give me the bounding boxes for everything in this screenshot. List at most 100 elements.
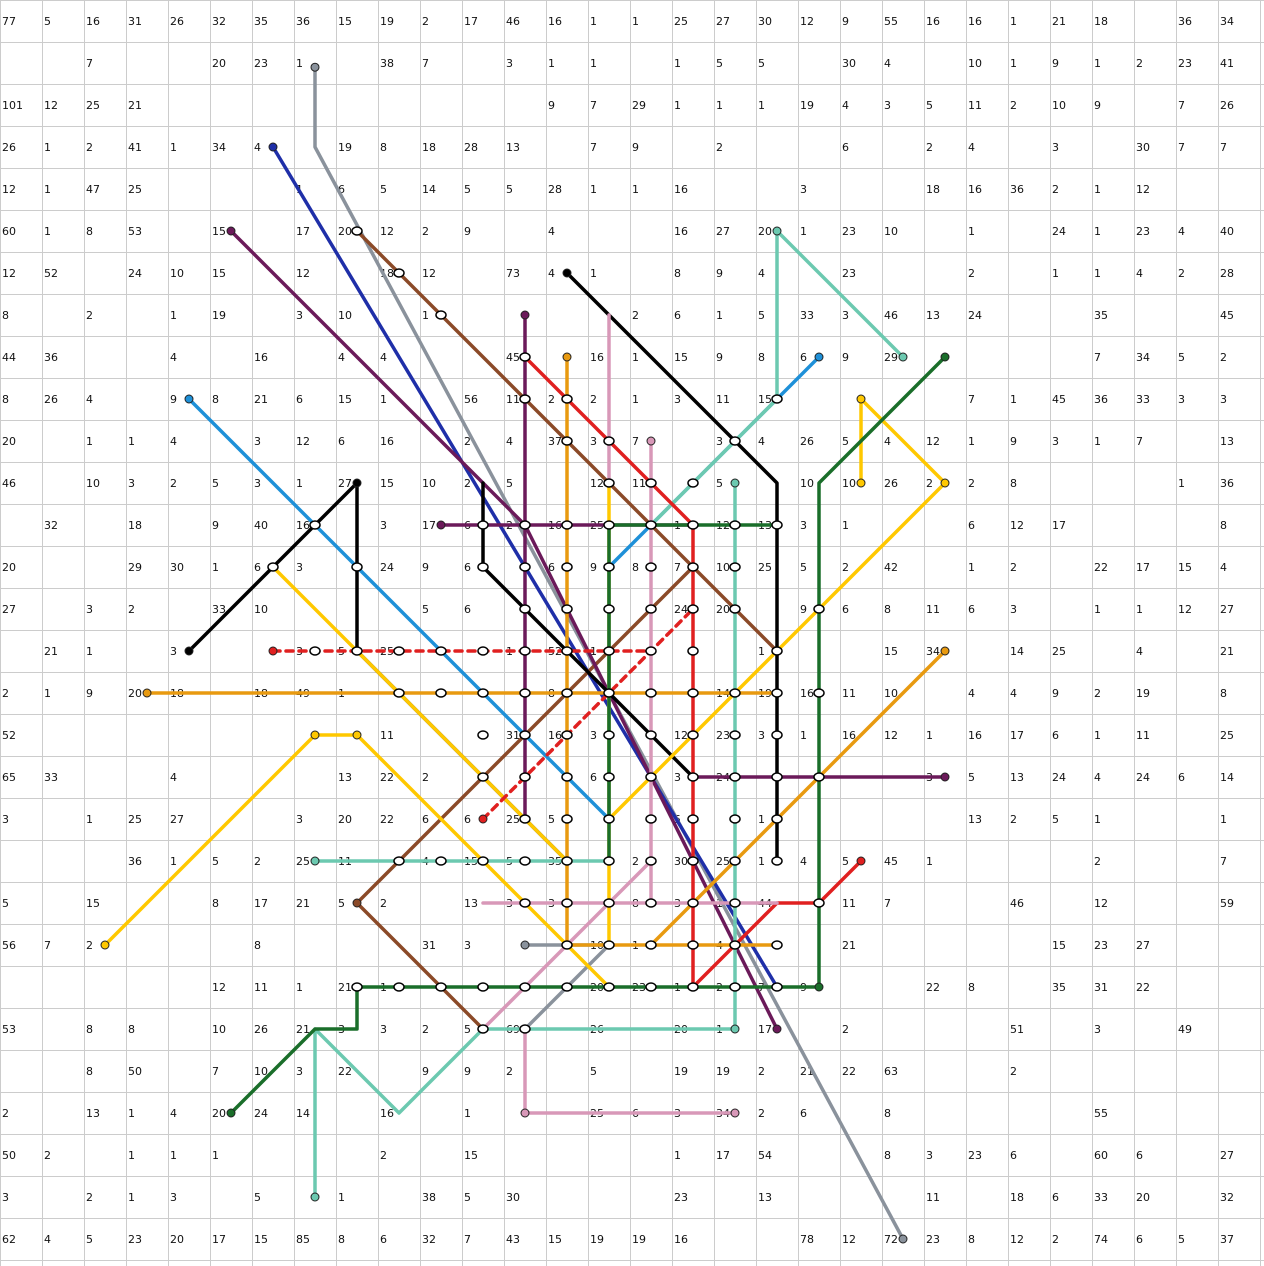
route-terminal[interactable] (940, 646, 950, 656)
station-node[interactable] (309, 646, 321, 656)
station-node[interactable] (435, 646, 447, 656)
station-node[interactable] (561, 436, 573, 446)
station-node[interactable] (477, 520, 489, 530)
station-node[interactable] (561, 898, 573, 908)
station-node[interactable] (729, 898, 741, 908)
station-node[interactable] (561, 940, 573, 950)
route-terminal[interactable] (856, 394, 866, 404)
station-node[interactable] (687, 898, 699, 908)
station-node[interactable] (519, 646, 531, 656)
station-node[interactable] (687, 814, 699, 824)
station-node[interactable] (729, 856, 741, 866)
station-node[interactable] (771, 730, 783, 740)
station-node[interactable] (561, 772, 573, 782)
route-gray-1[interactable] (313, 65, 905, 1241)
route-terminal[interactable] (562, 352, 572, 362)
station-node[interactable] (729, 730, 741, 740)
station-node[interactable] (561, 982, 573, 992)
route-terminal[interactable] (352, 898, 362, 908)
station-node[interactable] (519, 982, 531, 992)
station-node[interactable] (645, 898, 657, 908)
station-node[interactable] (435, 856, 447, 866)
route-terminal[interactable] (310, 62, 320, 72)
route-terminal[interactable] (310, 856, 320, 866)
station-node[interactable] (771, 688, 783, 698)
station-node[interactable] (561, 646, 573, 656)
station-node[interactable] (771, 814, 783, 824)
station-node[interactable] (561, 730, 573, 740)
route-terminal[interactable] (226, 1108, 236, 1118)
station-node[interactable] (351, 982, 363, 992)
station-node[interactable] (771, 394, 783, 404)
route-terminal[interactable] (142, 688, 152, 698)
station-node[interactable] (687, 730, 699, 740)
route-terminal[interactable] (730, 1108, 740, 1118)
station-node[interactable] (771, 520, 783, 530)
route-terminal[interactable] (646, 436, 656, 446)
station-node[interactable] (645, 604, 657, 614)
route-terminal[interactable] (436, 520, 446, 530)
station-node[interactable] (645, 772, 657, 782)
station-node[interactable] (603, 688, 615, 698)
route-terminal[interactable] (184, 646, 194, 656)
station-node[interactable] (351, 226, 363, 236)
station-node[interactable] (771, 856, 783, 866)
station-node[interactable] (393, 268, 405, 278)
route-terminal[interactable] (310, 730, 320, 740)
station-node[interactable] (771, 646, 783, 656)
station-node[interactable] (393, 982, 405, 992)
station-node[interactable] (351, 646, 363, 656)
station-node[interactable] (519, 814, 531, 824)
station-node[interactable] (519, 688, 531, 698)
route-terminal[interactable] (520, 940, 530, 950)
station-node[interactable] (603, 436, 615, 446)
route-orange-3[interactable] (649, 649, 947, 947)
station-node[interactable] (477, 982, 489, 992)
station-node[interactable] (603, 520, 615, 530)
route-terminal[interactable] (226, 226, 236, 236)
station-node[interactable] (561, 520, 573, 530)
station-node[interactable] (603, 940, 615, 950)
station-node[interactable] (771, 982, 783, 992)
station-node[interactable] (603, 562, 615, 572)
station-node[interactable] (561, 688, 573, 698)
station-node[interactable] (561, 562, 573, 572)
route-terminal[interactable] (856, 856, 866, 866)
station-node[interactable] (687, 646, 699, 656)
route-terminal[interactable] (940, 478, 950, 488)
route-terminal[interactable] (478, 814, 488, 824)
station-node[interactable] (687, 520, 699, 530)
station-node[interactable] (729, 814, 741, 824)
route-terminal[interactable] (310, 1192, 320, 1202)
station-node[interactable] (435, 310, 447, 320)
station-node[interactable] (645, 646, 657, 656)
station-node[interactable] (603, 898, 615, 908)
route-yellow-2[interactable] (271, 565, 569, 863)
station-node[interactable] (687, 982, 699, 992)
station-node[interactable] (477, 772, 489, 782)
station-node[interactable] (813, 604, 825, 614)
station-node[interactable] (393, 856, 405, 866)
station-node[interactable] (477, 730, 489, 740)
station-node[interactable] (687, 604, 699, 614)
station-node[interactable] (603, 814, 615, 824)
station-node[interactable] (771, 772, 783, 782)
station-node[interactable] (477, 562, 489, 572)
station-node[interactable] (645, 940, 657, 950)
route-teal-3[interactable] (313, 1027, 737, 1199)
route-terminal[interactable] (772, 226, 782, 236)
station-node[interactable] (561, 604, 573, 614)
station-node[interactable] (603, 772, 615, 782)
station-node[interactable] (267, 562, 279, 572)
station-node[interactable] (477, 688, 489, 698)
route-terminal[interactable] (940, 772, 950, 782)
station-node[interactable] (519, 520, 531, 530)
route-terminal[interactable] (940, 352, 950, 362)
route-terminal[interactable] (352, 478, 362, 488)
station-node[interactable] (687, 478, 699, 488)
station-node[interactable] (645, 478, 657, 488)
station-node[interactable] (435, 982, 447, 992)
station-node[interactable] (813, 688, 825, 698)
station-node[interactable] (435, 688, 447, 698)
